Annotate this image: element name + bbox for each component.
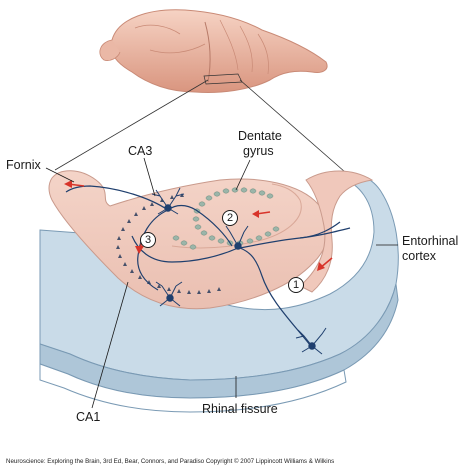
label-ca3: CA3 <box>128 144 153 158</box>
neuron-ca1 <box>155 281 183 307</box>
leader-lines <box>45 157 398 409</box>
rat-brain-illustration <box>99 9 328 93</box>
label-fornix: Fornix <box>6 158 41 172</box>
neuron-entorhinal <box>295 327 327 355</box>
label-ca1: CA1 <box>76 410 101 424</box>
label-rhinal-fissure: Rhinal fissure <box>202 402 278 416</box>
zoom-line-left <box>54 79 209 171</box>
hippocampal-tissue <box>48 170 374 310</box>
copyright-credit: Neuroscience: Exploring the Brain, 3rd E… <box>6 458 335 465</box>
label-entorhinal-cortex-line1: Entorhinal <box>402 234 459 248</box>
pyramidal-cell-layer <box>116 193 221 294</box>
label-entorhinal-cortex-line2: cortex <box>402 249 437 263</box>
neuron-dentate <box>225 225 249 250</box>
label-dentate-gyrus-line2: gyrus <box>243 144 274 158</box>
label-dentate-gyrus-line1: Dentate <box>238 129 282 143</box>
neuron-ca3 <box>151 187 185 215</box>
zoom-line-right <box>239 79 346 173</box>
cortex-slab <box>39 174 399 413</box>
step-marker-3: 3 <box>140 232 156 248</box>
step-marker-1: 1 <box>288 277 304 293</box>
step-marker-2: 2 <box>222 210 238 226</box>
